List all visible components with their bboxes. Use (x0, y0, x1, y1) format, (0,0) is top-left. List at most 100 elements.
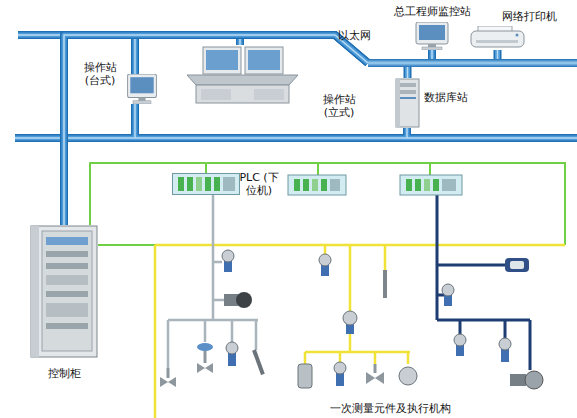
pipe-outer (15, 35, 577, 138)
monitor-icon (124, 74, 160, 104)
control-valve-symbol (197, 343, 213, 373)
cabinet-icon (46, 323, 88, 329)
plc-module (406, 179, 412, 191)
monitor-icon (416, 22, 448, 44)
monitor-icon (138, 98, 145, 101)
transmitter-head (226, 342, 238, 354)
monitor-icon (428, 44, 436, 47)
caption-label: 一次测量元件及执行机构 (330, 402, 451, 415)
monitor-station: 总工程师监控站 (412, 22, 452, 50)
transmitter-symbol (226, 342, 238, 366)
server-icon (395, 78, 420, 128)
node-label: PLC (下位机) (234, 171, 284, 197)
cabinet-icon (42, 231, 92, 351)
transmitter-head (343, 311, 357, 325)
ethernet-pipe (495, 50, 500, 59)
pump-symbol (510, 371, 543, 389)
transmitter-symbol (343, 311, 357, 334)
transmitter-head (222, 250, 234, 262)
console-icon (203, 47, 241, 74)
plc-body (400, 175, 462, 195)
valve-symbol (366, 364, 384, 384)
transmitter-symbol (222, 250, 234, 272)
cabinet-icon (31, 226, 39, 357)
plc-module (415, 179, 421, 191)
cabinet-icon (46, 275, 88, 285)
server-icon (396, 79, 400, 127)
pump-casing (236, 292, 252, 308)
printer-icon (470, 26, 525, 50)
valve-stem (204, 350, 207, 363)
monitor-icon (130, 77, 153, 93)
ethernet-pipe (15, 35, 577, 138)
plc-module (442, 179, 456, 191)
ethernet-link (135, 35, 368, 74)
ethernet-band: 以太网 (368, 59, 577, 67)
printer-icon (470, 26, 525, 50)
console-icon (206, 50, 238, 70)
plc-module (303, 179, 309, 191)
pump-motor (510, 374, 526, 386)
server-icon (396, 79, 419, 127)
network-printer: 网络打印机 (470, 26, 525, 50)
transmitter-head (319, 254, 331, 266)
transmitter-head (442, 284, 454, 296)
monitor-icon (128, 74, 157, 98)
database-server: 数据库站 (395, 78, 420, 128)
node-label: 网络打印机 (502, 10, 557, 23)
ethernet-pipe (430, 50, 435, 59)
console-icon (185, 45, 300, 105)
node-label: 以太网 (338, 29, 371, 42)
cabinet-icon (46, 291, 88, 297)
flow-meter-symbol (399, 367, 417, 385)
probe-symbol (252, 349, 265, 375)
transmitter-symbol (454, 334, 466, 356)
ethernet-pipe (368, 59, 577, 67)
printer-icon (471, 31, 524, 47)
valve-body (197, 363, 213, 373)
ethernet-pipe (494, 50, 502, 59)
indicator-window (510, 261, 524, 269)
indicator-body (505, 258, 529, 272)
valve-symbol (160, 368, 176, 387)
monitor-icon (412, 22, 452, 50)
plc-module (433, 179, 439, 191)
node-label: 操作站 (台式) (78, 61, 122, 87)
indicator-box (505, 258, 529, 272)
plc-rack: PLC (下位机) (172, 173, 240, 195)
ethernet-link (64, 35, 368, 225)
cabinet-icon (31, 226, 97, 357)
ethernet-pipe (135, 35, 368, 74)
plc-module (312, 179, 318, 191)
monitor-icon (412, 22, 452, 50)
cabinet-icon (46, 303, 88, 317)
server-icon (399, 83, 416, 87)
cabinet-icon (46, 263, 88, 269)
server-icon (399, 90, 416, 94)
gray-signal-line (168, 194, 258, 368)
pump-symbol (224, 292, 252, 308)
printer-icon (476, 40, 518, 43)
valve-body (160, 377, 176, 387)
plc-icon (172, 173, 240, 195)
server-icon (399, 97, 416, 99)
ethernet-pipe (404, 67, 412, 78)
cabinet-icon (30, 225, 98, 358)
plc-module (294, 179, 300, 191)
transmitter-head (499, 338, 511, 350)
console-icon (254, 89, 284, 100)
cabinet-icon (30, 225, 98, 358)
node-label: 总工程师监控站 (394, 5, 471, 18)
console-icon (196, 85, 289, 103)
valve-stem (374, 364, 377, 373)
plc-icon (187, 177, 193, 191)
probe-symbol (383, 270, 387, 298)
monitor-icon (133, 101, 151, 104)
plc-body (288, 175, 346, 195)
plc-rack (400, 175, 462, 195)
ethernet-link (497, 50, 498, 59)
ethernet-pipe (64, 35, 368, 225)
